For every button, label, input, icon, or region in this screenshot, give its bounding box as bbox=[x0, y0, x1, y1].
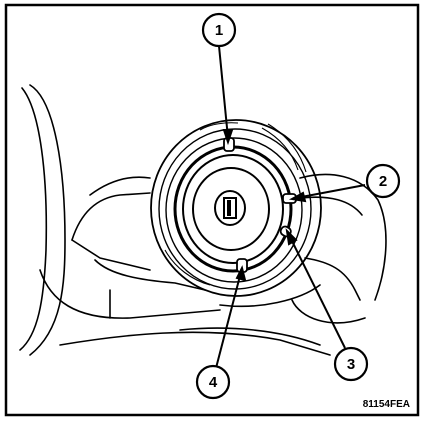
callout-1-number: 1 bbox=[215, 22, 223, 39]
bezel-ring-2 bbox=[158, 128, 312, 290]
dashboard-outline bbox=[19, 84, 387, 356]
outer-bezel-ring bbox=[150, 119, 322, 297]
figure-id-label: 81154FEA bbox=[363, 399, 410, 410]
figure-frame bbox=[4, 3, 420, 417]
callout-4: 4 bbox=[195, 364, 231, 400]
callout-1: 1 bbox=[201, 12, 237, 48]
bezel-ring-3 bbox=[165, 137, 303, 283]
callout-4-number: 4 bbox=[209, 374, 218, 391]
callout-2: 2 bbox=[365, 163, 401, 199]
callout-3-number: 3 bbox=[347, 356, 355, 373]
halo-ring-inner bbox=[182, 154, 284, 264]
callout-3: 3 bbox=[333, 346, 369, 382]
key-cylinder-face bbox=[192, 167, 270, 251]
callout-2-number: 2 bbox=[379, 173, 387, 190]
key-slot bbox=[214, 190, 246, 226]
leader-lines bbox=[215, 45, 366, 369]
